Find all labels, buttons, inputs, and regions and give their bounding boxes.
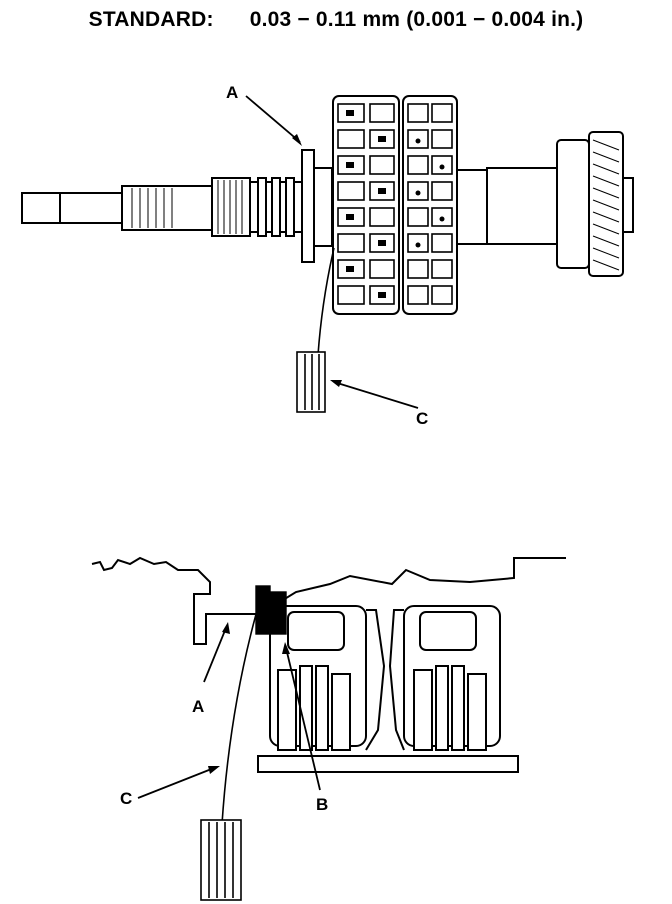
standard-spec: STANDARD: 0.03 − 0.11 mm (0.001 − 0.004 i… <box>0 8 672 32</box>
callout-a-bottom: A <box>192 697 204 716</box>
housing <box>91 556 566 645</box>
shaft-left-end <box>21 192 123 224</box>
cross-section-figure: A B C <box>91 556 566 901</box>
leader-b-bottom <box>285 647 321 791</box>
callout-c-bottom: C <box>120 789 132 808</box>
feeler-gauge-top <box>296 247 335 413</box>
clutch-pack-left <box>269 605 367 751</box>
standard-value: 0.03 − 0.11 mm (0.001 − 0.004 in.) <box>249 8 584 31</box>
leader-a-bottom <box>203 627 227 683</box>
leader-c-top <box>333 381 419 409</box>
callout-b-bottom: B <box>316 795 328 814</box>
clutch-drum-2 <box>402 95 458 315</box>
clutch-pack-right <box>403 605 501 751</box>
snap-ring <box>255 585 287 635</box>
leader-a-top <box>245 95 301 143</box>
thrust-washer <box>301 149 315 263</box>
shaft-assembly-figure: A C <box>21 83 634 428</box>
standard-label: STANDARD: <box>88 8 214 31</box>
leader-c-bottom <box>137 767 215 799</box>
callout-a-top: A <box>226 83 238 102</box>
driven-gear-hub <box>556 139 590 269</box>
driven-gear <box>588 131 624 277</box>
clutch-drum-1 <box>332 95 400 315</box>
shaft-spline <box>121 185 213 231</box>
callout-c-top: C <box>416 409 428 428</box>
feeler-gauge-bottom <box>200 599 261 901</box>
